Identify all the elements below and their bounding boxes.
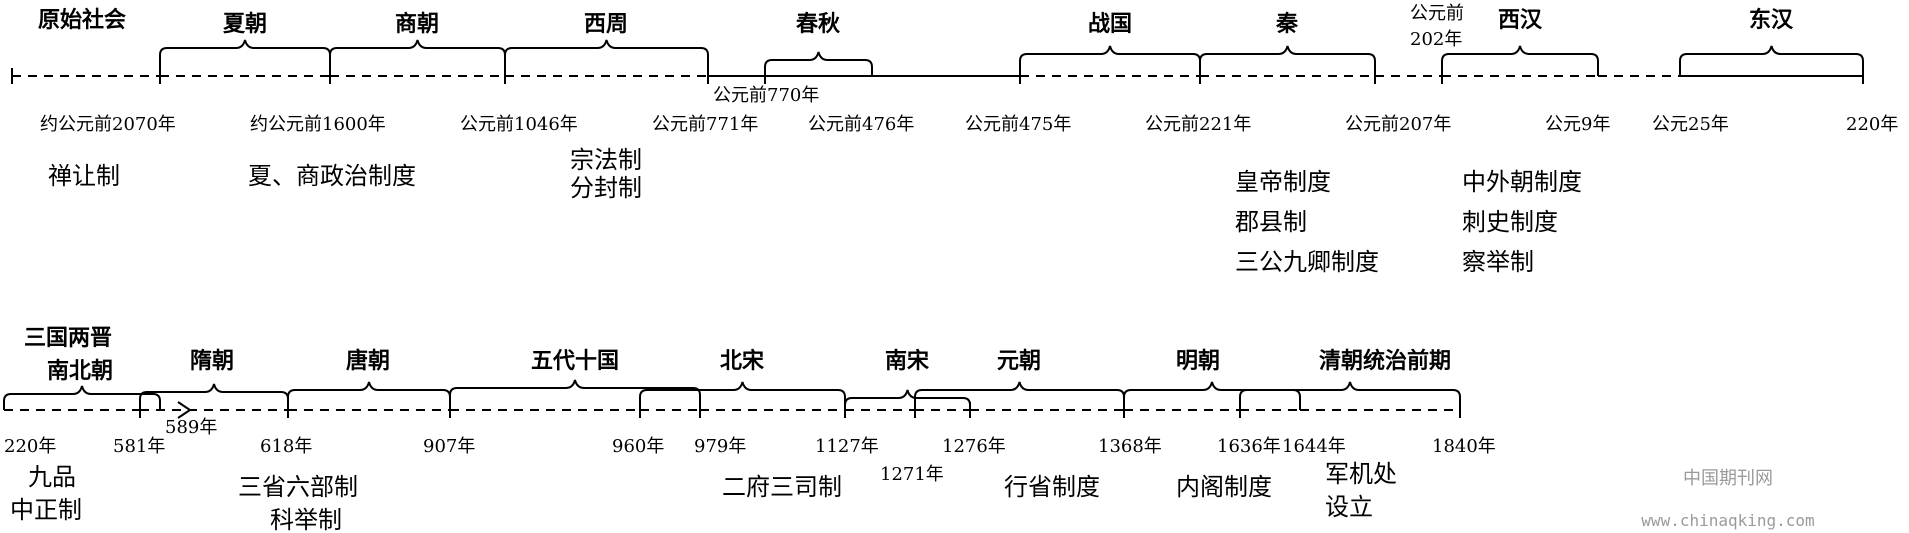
brace-beisong xyxy=(639,381,846,410)
date-label: 1840年 xyxy=(1432,436,1496,457)
institution-label: 宗法制 xyxy=(570,146,642,174)
brace-yuan xyxy=(914,381,1125,410)
date-label: 979年 xyxy=(694,436,746,457)
period-label: 南北朝 xyxy=(47,358,113,384)
institution-label: 科举制 xyxy=(270,506,342,533)
watermark-url: www.chinaqking.com xyxy=(1641,511,1814,530)
period-label: 唐朝 xyxy=(346,348,390,374)
date-label: 589年 xyxy=(165,417,217,438)
date-label: 1636年 xyxy=(1217,436,1281,457)
date-label: 618年 xyxy=(260,436,312,457)
brace-sanguo xyxy=(3,385,161,410)
period-label: 西汉 xyxy=(1498,8,1543,33)
date-label: 1276年 xyxy=(942,436,1006,457)
date-label: 1644年 xyxy=(1282,436,1346,457)
brace-shang xyxy=(329,39,506,76)
period-label: 清朝统治前期 xyxy=(1319,348,1451,374)
date-label: 公元前1046年 xyxy=(460,114,578,135)
date-label: 220年 xyxy=(1846,114,1898,135)
date-label: 581年 xyxy=(113,436,165,457)
institution-label: 察举制 xyxy=(1462,248,1534,276)
period-label: 商朝 xyxy=(395,11,439,37)
date-label: 公元25年 xyxy=(1652,114,1729,135)
date-label: 约公元前2070年 xyxy=(40,114,176,135)
date-label: 1127年 xyxy=(815,436,879,457)
date-label: 220年 xyxy=(4,436,56,457)
date-label: 202年 xyxy=(1410,29,1462,50)
brace-donghan xyxy=(1679,45,1864,76)
institution-label: 刺史制度 xyxy=(1462,208,1558,236)
period-label: 夏朝 xyxy=(223,11,267,37)
brace-zhanguo xyxy=(1019,45,1201,76)
date-label: 1271年 xyxy=(880,464,944,485)
period-label: 五代十国 xyxy=(531,349,619,374)
institution-label: 二府三司制 xyxy=(722,473,842,501)
period-label: 原始社会 xyxy=(38,7,126,33)
period-label: 春秋 xyxy=(796,12,841,37)
watermark: 中国期刊网 www.chinaqking.com xyxy=(1641,468,1814,530)
period-label: 三国两晋 xyxy=(24,326,112,351)
date-label: 1368年 xyxy=(1098,436,1162,457)
date-label: 公元前221年 xyxy=(1145,114,1251,135)
institution-label: 行省制度 xyxy=(1004,473,1100,501)
period-label: 北宋 xyxy=(720,348,764,374)
date-label: 公元前476年 xyxy=(808,114,914,135)
brace-xihan xyxy=(1441,45,1599,76)
watermark-name: 中国期刊网 xyxy=(1683,468,1773,489)
period-label: 战国 xyxy=(1088,12,1132,37)
period-label: 东汉 xyxy=(1749,7,1794,33)
date-label: 公元9年 xyxy=(1545,114,1610,135)
institution-label: 郡县制 xyxy=(1235,208,1307,236)
date-label: 公元前 xyxy=(1410,3,1464,24)
period-label: 南宋 xyxy=(885,348,929,374)
date-label: 公元前475年 xyxy=(965,114,1071,135)
date-label: 公元前207年 xyxy=(1345,114,1451,135)
institution-label: 三省六部制 xyxy=(238,473,358,501)
brace-tang xyxy=(287,381,451,410)
institution-label: 九品 xyxy=(28,463,76,491)
institution-label: 内阁制度 xyxy=(1176,473,1272,501)
date-label: 公元前771年 xyxy=(652,114,758,135)
brace-chunqiu xyxy=(764,51,873,76)
date-label: 公元前770年 xyxy=(713,85,819,106)
brace-xia xyxy=(159,39,331,76)
arrow-589 xyxy=(177,401,192,419)
institution-label: 三公九卿制度 xyxy=(1235,248,1379,276)
institution-label: 分封制 xyxy=(570,174,642,202)
brace-ming xyxy=(1123,381,1301,410)
brace-sui xyxy=(139,383,289,410)
date-label: 960年 xyxy=(612,436,664,457)
institution-label: 皇帝制度 xyxy=(1235,168,1331,196)
institution-label: 夏、商政治制度 xyxy=(248,162,416,190)
timeline-lines xyxy=(3,39,1864,419)
period-label: 元朝 xyxy=(997,348,1041,374)
institution-label: 中外朝制度 xyxy=(1462,168,1582,196)
period-label: 隋朝 xyxy=(190,348,234,374)
date-label: 约公元前1600年 xyxy=(250,114,386,135)
date-label: 907年 xyxy=(423,436,475,457)
brace-wudai xyxy=(449,379,701,410)
brace-qing xyxy=(1239,381,1461,410)
institution-label: 禅让制 xyxy=(48,162,120,190)
period-label: 明朝 xyxy=(1176,348,1220,374)
brace-qin xyxy=(1199,45,1376,76)
institution-label: 设立 xyxy=(1325,493,1373,521)
institution-label: 军机处 xyxy=(1325,460,1397,488)
brace-nansong xyxy=(844,389,971,410)
institution-label: 中正制 xyxy=(10,496,82,524)
brace-xizhou xyxy=(504,39,709,76)
period-label: 秦 xyxy=(1275,12,1299,37)
period-label: 西周 xyxy=(584,12,628,37)
